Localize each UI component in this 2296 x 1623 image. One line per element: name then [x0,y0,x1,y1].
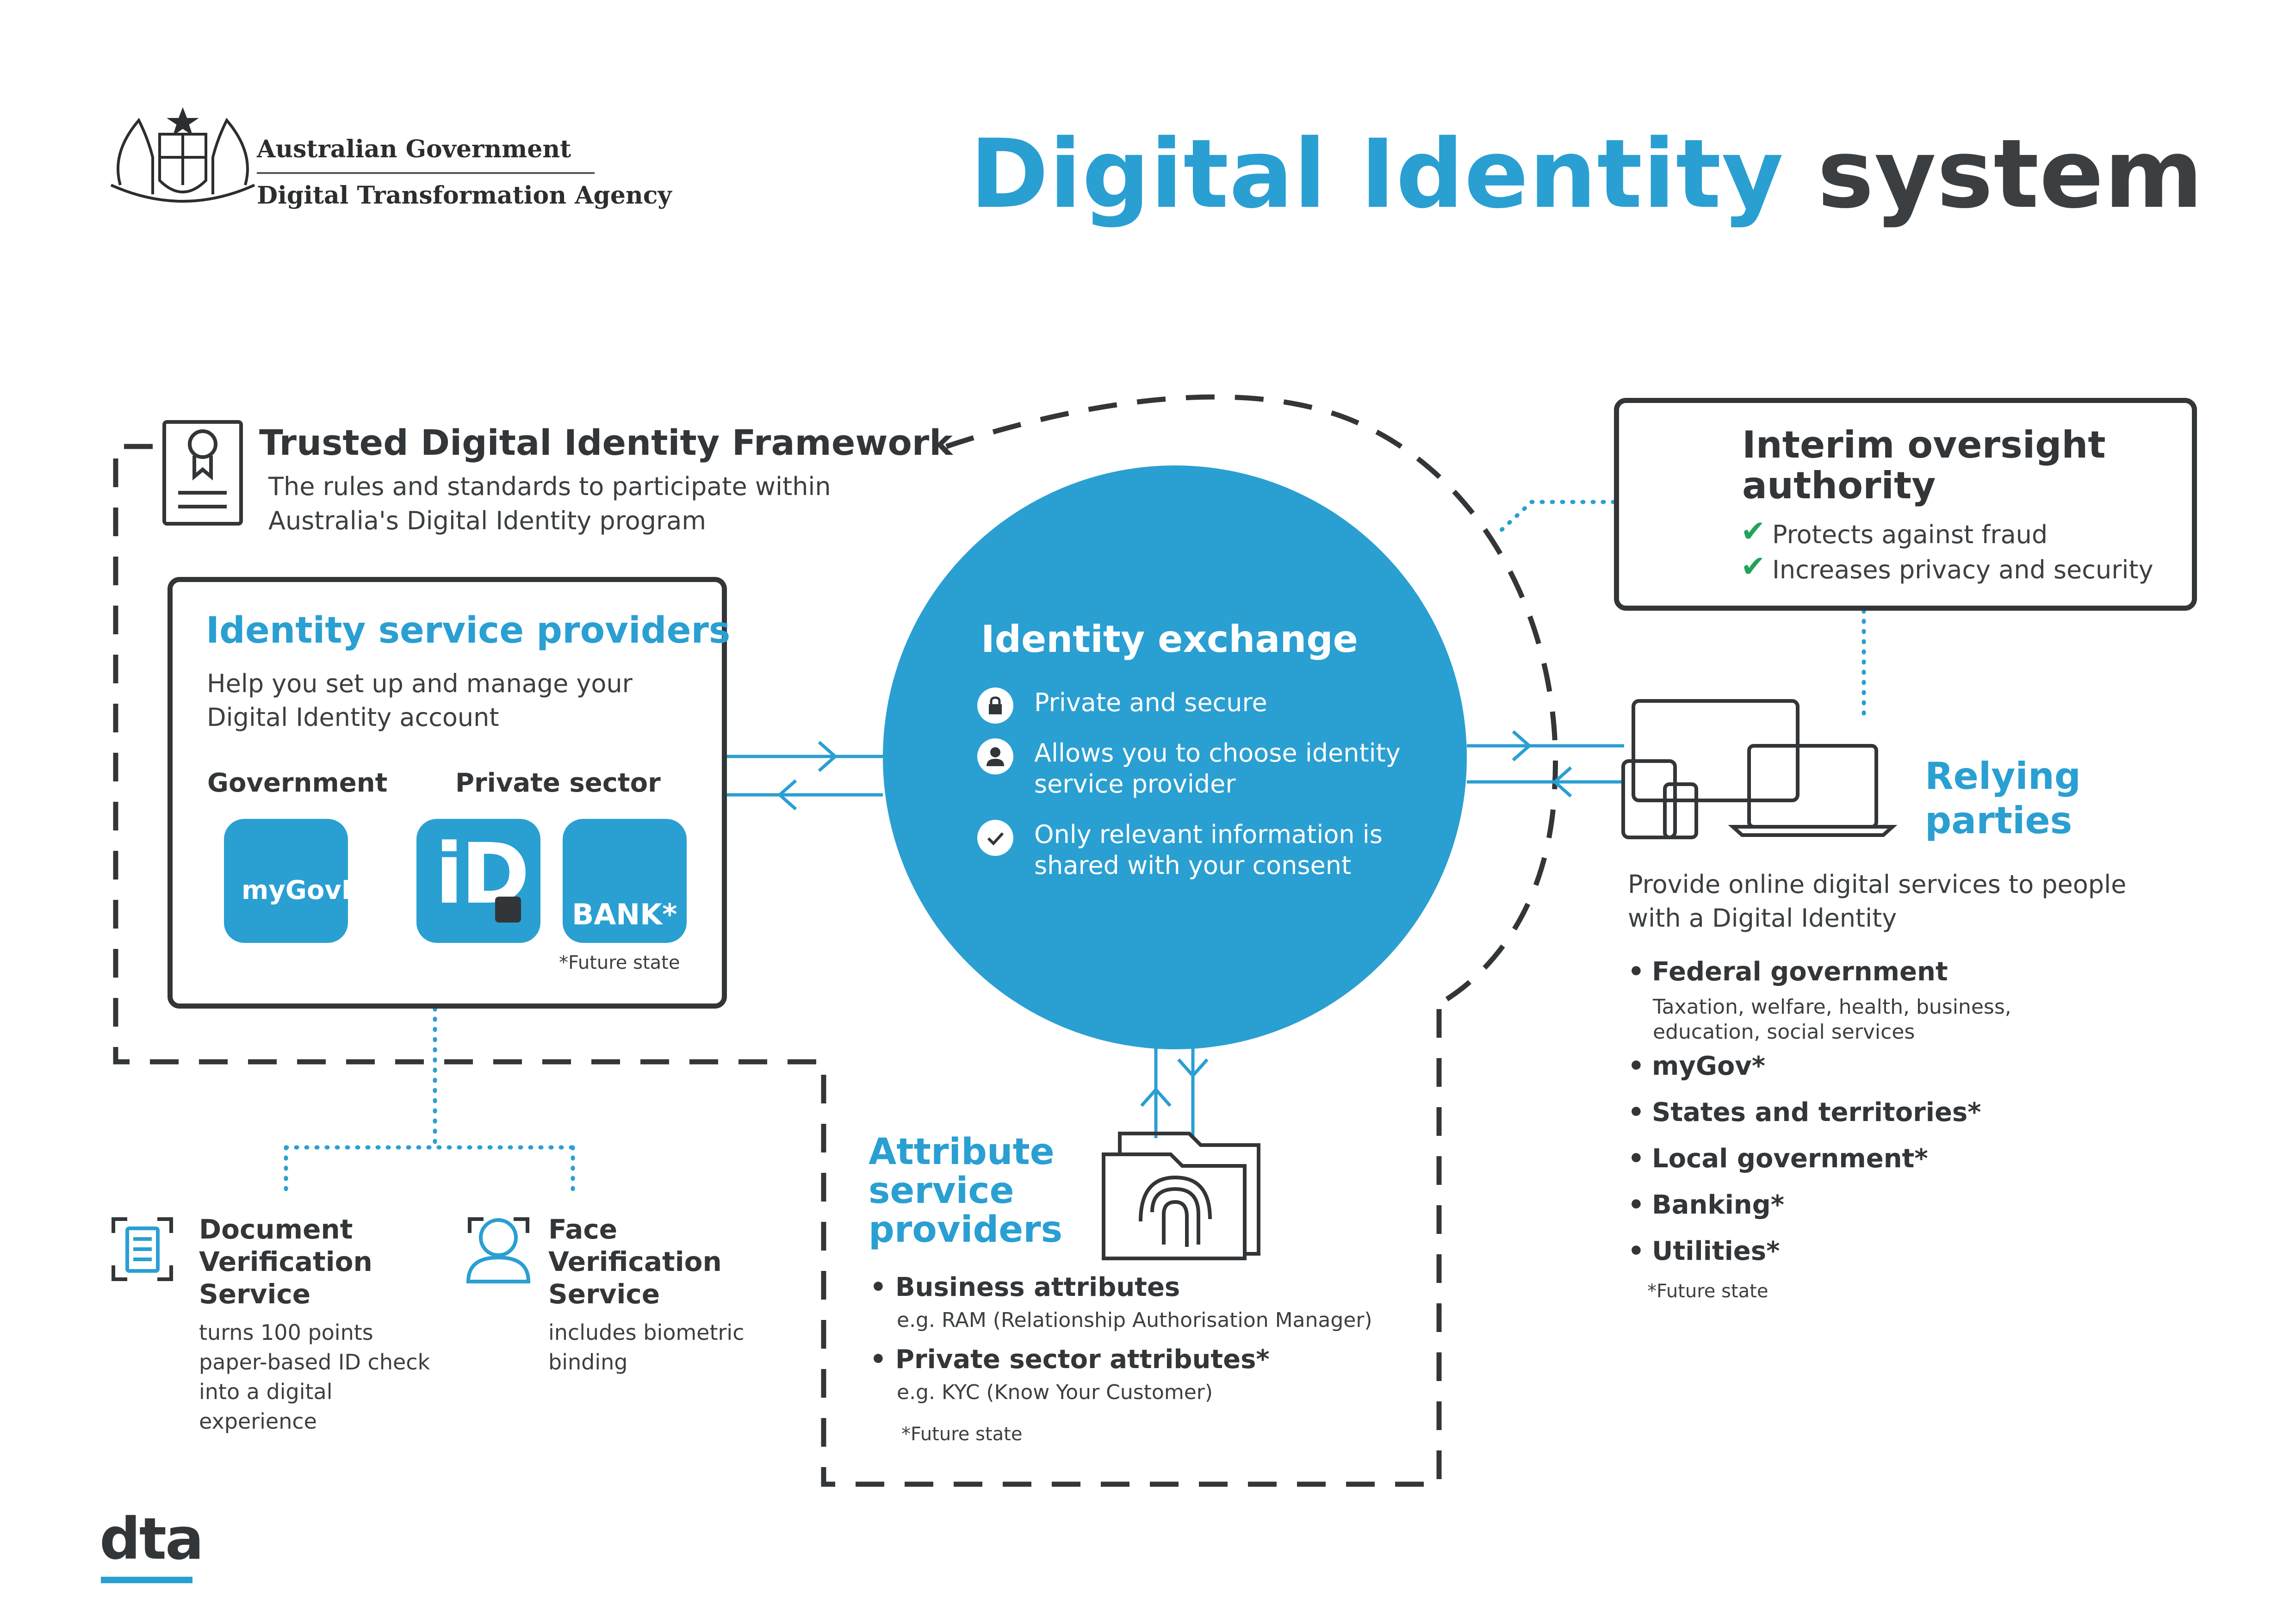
dotted-links [284,500,1866,1201]
bullet-icon: • [1628,1190,1644,1220]
agency-name: Digital Transformation Agency [257,181,672,210]
relying-item: Banking* [1652,1190,1785,1220]
attribute-item: Business attributes [895,1272,1180,1302]
tdif-boundary-arc [945,394,1558,1006]
gov-divider [257,172,595,174]
isp-exchange-arrows [727,741,883,811]
bullet-icon: • [1628,1144,1644,1174]
relying-title: Relying parties [1925,755,2081,842]
relying-item: Local government* [1652,1144,1928,1174]
relying-item: Utilities* [1652,1236,1780,1266]
fvs-desc: includes biometric binding [548,1320,745,1375]
relying-desc: Provide online digital services to peopl… [1628,870,2127,933]
gov-name: Australian Government [257,135,571,163]
oversight-card [1614,398,2197,611]
attribute-title: Attribute service providers [869,1131,1063,1251]
dvs-title: Document Verification Service [199,1214,372,1310]
isp-desc: Help you set up and manage your Digital … [207,669,633,732]
relying-item: States and territories* [1652,1097,1981,1127]
exchange-title: Identity exchange [981,618,1358,661]
fingerprint-folder-icon [1102,1132,1260,1260]
exchange-item: Private and secure [1034,688,1267,717]
document-scan-icon [112,1217,173,1281]
face-icon [466,1218,531,1283]
exchange-relying-arrows [1467,730,1624,798]
bullet-icon: • [1628,1097,1644,1127]
exchange-attribute-arrows [1140,1043,1209,1138]
bullet-icon: • [1628,957,1644,987]
oversight-item: Increases privacy and security [1772,555,2153,584]
page-title: Digital Identity system [970,119,2203,229]
relying-future-note: *Future state [1647,1281,1769,1302]
person-icon [977,738,1013,774]
checkmark-icon: ✔ [1741,550,1766,584]
bank-logo-text: BANK* [572,898,677,931]
attribute-item: Private sector attributes* [895,1344,1270,1375]
devices-icon [1621,699,1898,839]
dta-logo: dta [99,1506,204,1573]
attribute-item-sub: e.g. KYC (Know Your Customer) [897,1381,1213,1404]
lock-icon [977,688,1013,724]
certificate-icon [162,420,243,526]
digital-id-mark-icon [495,897,521,923]
mygovid-logo: myGovID [224,819,372,943]
mygovid-logo-text: myGovID [242,875,373,905]
title-highlight: Digital Identity [970,119,1784,229]
isp-title: Identity service providers [206,610,731,651]
exchange-item: Only relevant information is shared with… [1034,820,1383,880]
bullet-icon: • [1628,1051,1644,1081]
relying-item-sub: Taxation, welfare, health, business, edu… [1653,995,2011,1044]
digital-id-logo: iD [416,819,540,943]
face-scan-icon [468,1217,529,1233]
bullet-icon: • [870,1344,887,1375]
bullet-icon: • [870,1272,887,1302]
tdif-title: Trusted Digital Identity Framework [259,422,953,463]
bank-logo: BANK* [563,819,687,943]
government-label: Government [207,768,388,798]
oversight-title: Interim oversight authority [1742,423,2106,507]
document-icon [125,1227,160,1273]
dta-logo-underline [101,1577,192,1583]
isp-future-note: *Future state [559,952,680,973]
attribute-future-note: *Future state [901,1424,1023,1445]
bullet-icon: • [1628,1236,1644,1266]
title-rest: system [1817,119,2203,229]
tdif-desc: The rules and standards to participate w… [268,472,831,535]
coat-of-arms-icon [110,107,255,203]
exchange-item: Allows you to choose identity service pr… [1034,738,1401,799]
private-sector-label: Private sector [455,768,661,798]
dvs-desc: turns 100 points paper-based ID check in… [199,1320,430,1434]
check-circle-icon [977,820,1013,856]
attribute-item-sub: e.g. RAM (Relationship Authorisation Man… [897,1308,1372,1332]
relying-item: Federal government [1652,957,1948,987]
oversight-item: Protects against fraud [1772,520,2048,549]
relying-item: myGov* [1652,1051,1766,1081]
fvs-title: Face Verification Service [548,1214,722,1310]
checkmark-icon: ✔ [1741,514,1766,549]
